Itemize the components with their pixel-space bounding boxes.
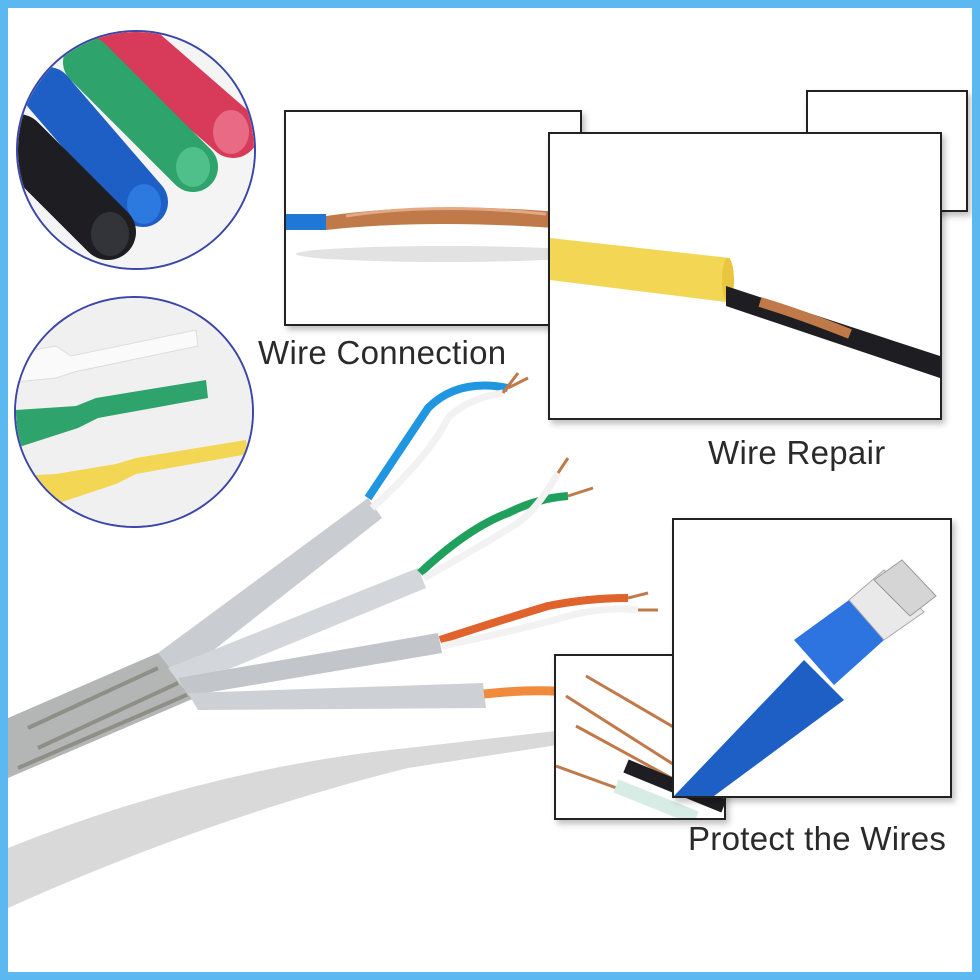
flat-tubes-circle — [14, 296, 254, 528]
wire-repair-panel — [548, 132, 942, 420]
wire-connection-panel — [284, 110, 582, 326]
lightning-cable-icon — [674, 520, 950, 796]
caption-protect-wires: Protect the Wires — [688, 820, 947, 857]
wire-repair-icon — [550, 134, 940, 418]
heat-shrink-tubes-icon — [18, 32, 254, 268]
twisted-wire-icon — [286, 112, 580, 324]
protect-wires-panel — [672, 518, 952, 798]
ethernet-cable-icon — [8, 372, 668, 908]
caption-wire-repair: Wire Repair — [708, 434, 886, 471]
flat-tubes-icon — [16, 298, 252, 526]
product-image: Wire Connection Wire Repair Protect the … — [8, 8, 972, 972]
caption-wire-connection: Wire Connection — [258, 334, 507, 371]
heat-shrink-tubes-circle — [16, 30, 256, 270]
